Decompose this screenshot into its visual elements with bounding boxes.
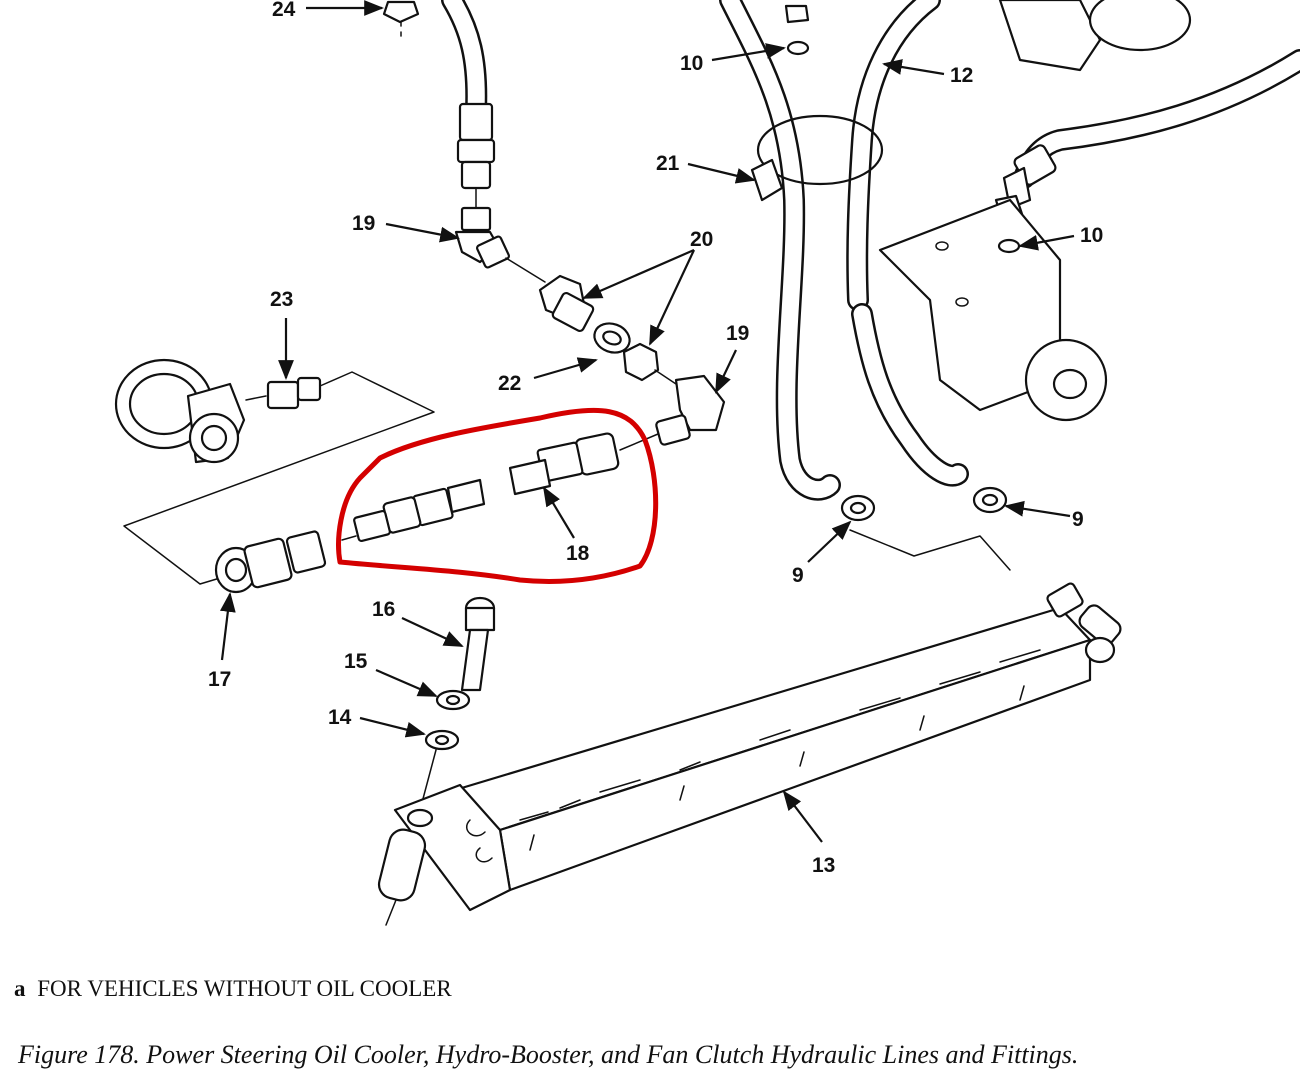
oil-cooler-13 xyxy=(377,582,1122,926)
callout-24: 24 xyxy=(272,0,296,21)
hose-fittings-18 xyxy=(341,432,620,542)
figure-caption: Figure 178. Power Steering Oil Cooler, H… xyxy=(18,1040,1079,1069)
nut-24 xyxy=(382,0,420,41)
callout-20: 20 xyxy=(690,228,713,251)
callout-14: 14 xyxy=(328,706,352,729)
callout-21: 21 xyxy=(656,152,680,175)
hose-12 xyxy=(719,0,1300,501)
union-fitting-20 xyxy=(538,274,677,385)
coupling-17 xyxy=(214,530,327,594)
note-text: FOR VEHICLES WITHOUT OIL COOLER xyxy=(37,976,452,1001)
pump-elbow xyxy=(114,358,246,464)
exploded-parts-diagram: 24 10 12 21 19 20 10 23 22 19 18 9 9 17 … xyxy=(114,0,1300,926)
elbow-fitting-19-upper xyxy=(454,206,546,283)
callout-22: 22 xyxy=(498,372,521,395)
callout-16: 16 xyxy=(372,598,395,621)
callout-13: 13 xyxy=(812,854,835,877)
washer-14 xyxy=(419,729,460,811)
callout-12: 12 xyxy=(950,64,973,87)
washer-15 xyxy=(435,689,471,711)
callout-18: 18 xyxy=(566,542,590,565)
callout-9-right: 9 xyxy=(1072,508,1084,531)
bolt-10-top xyxy=(784,4,810,56)
bolt-16 xyxy=(460,596,496,692)
washer-10-right xyxy=(997,238,1021,254)
callout-19-lower: 19 xyxy=(726,322,749,345)
vehicle-note: a FOR VEHICLES WITHOUT OIL COOLER xyxy=(14,976,452,1002)
callout-17: 17 xyxy=(208,668,231,691)
callout-19-upper: 19 xyxy=(352,212,375,235)
elbow-fitting-19-lower xyxy=(619,374,726,451)
fitting-23 xyxy=(123,371,435,585)
hose-clamps-9 xyxy=(840,486,1011,571)
callout-leaders xyxy=(219,0,1075,843)
callout-15: 15 xyxy=(344,650,368,673)
note-letter: a xyxy=(14,976,26,1001)
upper-hose-left xyxy=(441,0,496,209)
callout-9-left: 9 xyxy=(792,564,804,587)
callout-10-top: 10 xyxy=(680,52,703,75)
red-highlight-outline xyxy=(336,407,659,584)
hydro-booster xyxy=(878,0,1192,422)
clamp-21 xyxy=(750,114,884,202)
callout-23: 23 xyxy=(270,288,293,311)
callout-10-right: 10 xyxy=(1080,224,1103,247)
